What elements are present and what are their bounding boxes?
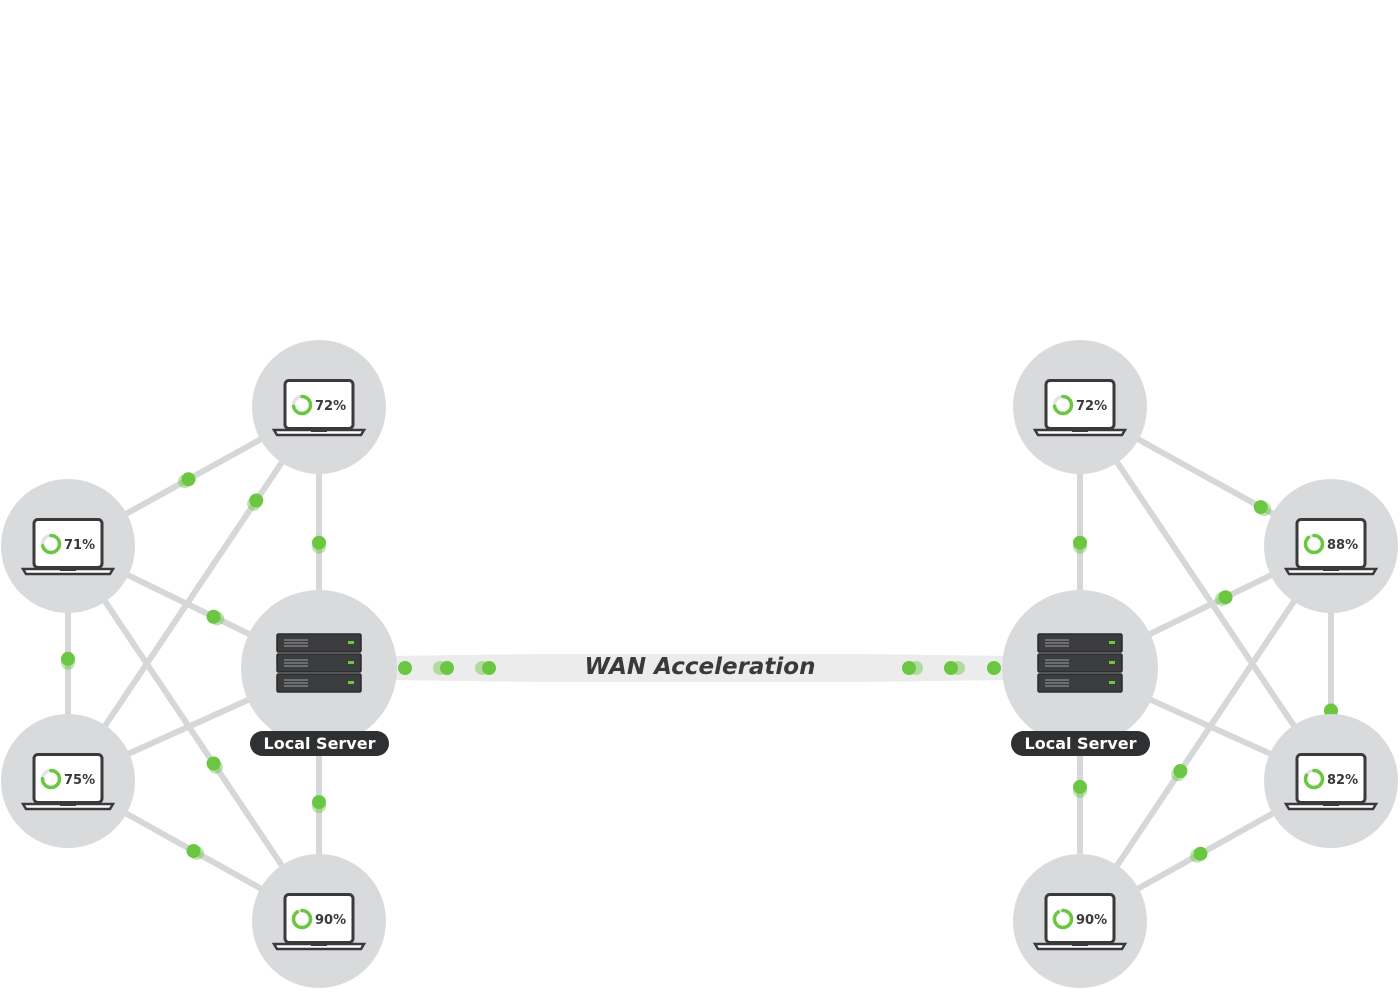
laptop-node-right-upper[interactable]: 88% [1264,479,1398,613]
server-label: Local Server [264,734,376,753]
server-icon [1037,633,1123,693]
traffic-dot [186,844,201,858]
laptop-icon [1283,753,1379,811]
progress-ring-icon [291,394,313,416]
progress-ring-icon [1052,908,1074,930]
laptop-icon [271,893,367,951]
wan-packet-dot [902,661,916,675]
laptop-node-left-upper[interactable]: 71% [1,479,135,613]
wan-packet-dot [398,661,412,675]
laptop-percentage: 71% [64,538,95,553]
traffic-dot [61,651,75,666]
traffic-dots [61,472,1338,863]
server-node-left[interactable]: Local Server [241,590,397,756]
progress-ring-icon [291,908,313,930]
traffic-dot [1324,703,1338,718]
progress-ring-icon [1303,768,1325,790]
link-laptop-left-top-laptop-left-lower [65,404,322,784]
traffic-dot [1073,779,1087,794]
wan-band [390,654,1010,682]
traffic-dot [1253,500,1268,515]
laptop-percentage: 75% [64,773,95,788]
server-label-badge [1011,731,1150,756]
wan-packet-dot [440,661,454,675]
laptop-percentage: 90% [1076,913,1107,928]
traffic-dot [249,493,264,508]
wan-packet-dot [909,661,923,675]
traffic-dot [312,535,326,550]
traffic-dot [1193,846,1208,861]
wan-link: WAN Acceleration [390,654,1010,682]
laptop-percentage: 72% [315,399,346,414]
progress-ring-icon [40,768,62,790]
wan-packet-dot [987,661,1001,675]
laptop-percentage: 82% [1327,773,1358,788]
laptop-node-right-bottom[interactable]: 90% [1013,854,1147,988]
link-laptop-right-top-laptop-right-lower [1077,404,1334,784]
wan-label: WAN Acceleration [585,654,816,680]
laptop-icon [1283,518,1379,576]
wan-packet-dot [944,661,958,675]
server-node-right[interactable]: Local Server [1002,590,1158,756]
laptop-node-right-lower[interactable]: 82% [1264,714,1398,848]
laptop-node-left-lower[interactable]: 75% [1,714,135,848]
traffic-dot [312,795,326,810]
nodes-layer: Local Server Local Server 72% 71% 75% 90% 72… [1,340,1398,988]
wan-packet-dot [951,661,965,675]
laptop-node-left-bottom[interactable]: 90% [252,854,386,988]
server-label: Local Server [1025,734,1137,753]
laptop-percentage: 90% [315,913,346,928]
link-laptop-right-upper-laptop-right-bottom [1077,543,1334,924]
server-label-badge [250,731,389,756]
laptop-icon [1032,893,1128,951]
laptop-icon [271,379,367,437]
traffic-dot [206,609,221,624]
wan-packet-dot [482,661,496,675]
link-laptop-left-upper-laptop-left-bottom [65,543,322,924]
progress-ring-icon [40,533,62,555]
laptop-node-left-top[interactable]: 72% [252,340,386,474]
progress-ring-icon [1303,533,1325,555]
traffic-dot [1218,590,1233,605]
laptop-icon [20,753,116,811]
laptop-percentage: 88% [1327,538,1358,553]
traffic-dot [206,756,221,771]
traffic-dot [1173,764,1188,778]
progress-ring-icon [1052,394,1074,416]
laptop-node-right-top[interactable]: 72% [1013,340,1147,474]
laptop-icon [1032,379,1128,437]
traffic-dot [181,472,196,487]
laptop-icon [20,518,116,576]
server-icon [276,633,362,693]
traffic-dot [1073,535,1087,550]
laptop-percentage: 72% [1076,399,1107,414]
